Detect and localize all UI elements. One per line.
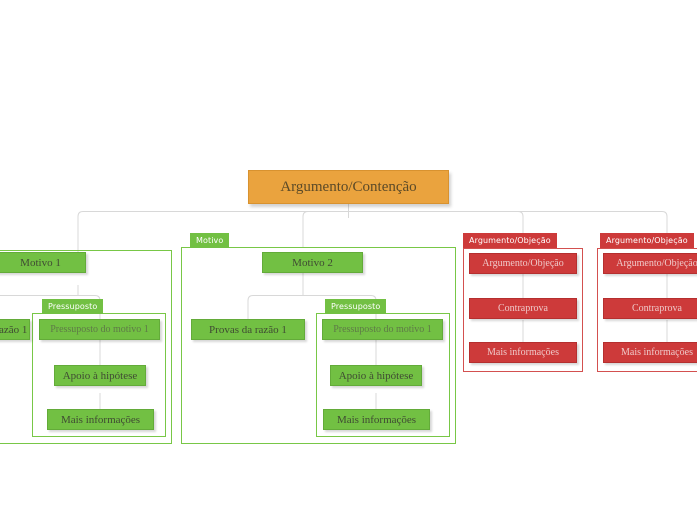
node-root-argumento-contencao[interactable]: Argumento/Contenção — [248, 170, 449, 204]
node-provas-da-razao-1-a[interactable]: Provas da razão 1 — [0, 319, 30, 340]
group-pressuposto-2-tab[interactable]: Pressuposto — [325, 299, 387, 314]
group-motivo-2[interactable] — [181, 247, 456, 444]
node-motivo-2[interactable]: Motivo 2 — [262, 252, 363, 273]
group-pressuposto-1-tab[interactable]: Pressuposto — [42, 299, 104, 314]
group-objecao-2[interactable] — [597, 248, 697, 372]
node-pressuposto-do-motivo-1-b[interactable]: Pressuposto do motivo 1 — [322, 319, 443, 340]
node-motivo-1[interactable]: Motivo 1 — [0, 252, 86, 273]
node-apoio-a-hipotese-1[interactable]: Apoio à hipótese — [54, 365, 146, 386]
node-contraprova-2[interactable]: Contraprova — [603, 298, 697, 319]
node-mais-informacoes-3[interactable]: Mais informações — [469, 342, 577, 363]
node-pressuposto-do-motivo-1-a[interactable]: Pressuposto do motivo 1 — [39, 319, 160, 340]
node-argumento-objecao-1[interactable]: Argumento/Objeção — [469, 253, 577, 274]
group-motivo-1[interactable] — [0, 250, 172, 444]
node-provas-da-razao-1-b[interactable]: Provas da razão 1 — [191, 319, 305, 340]
node-mais-informacoes-1[interactable]: Mais informações — [47, 409, 154, 430]
node-argumento-objecao-2[interactable]: Argumento/Objeção — [603, 253, 697, 274]
node-mais-informacoes-2[interactable]: Mais informações — [323, 409, 430, 430]
node-contraprova-1[interactable]: Contraprova — [469, 298, 577, 319]
node-apoio-a-hipotese-2[interactable]: Apoio à hipótese — [330, 365, 422, 386]
group-objecao-1[interactable] — [463, 248, 583, 372]
group-objecao-2-tab[interactable]: Argumento/Objeção — [600, 233, 694, 248]
group-motivo-2-tab[interactable]: Motivo — [190, 233, 230, 248]
node-mais-informacoes-4[interactable]: Mais informações — [603, 342, 697, 363]
group-objecao-1-tab[interactable]: Argumento/Objeção — [463, 233, 557, 248]
